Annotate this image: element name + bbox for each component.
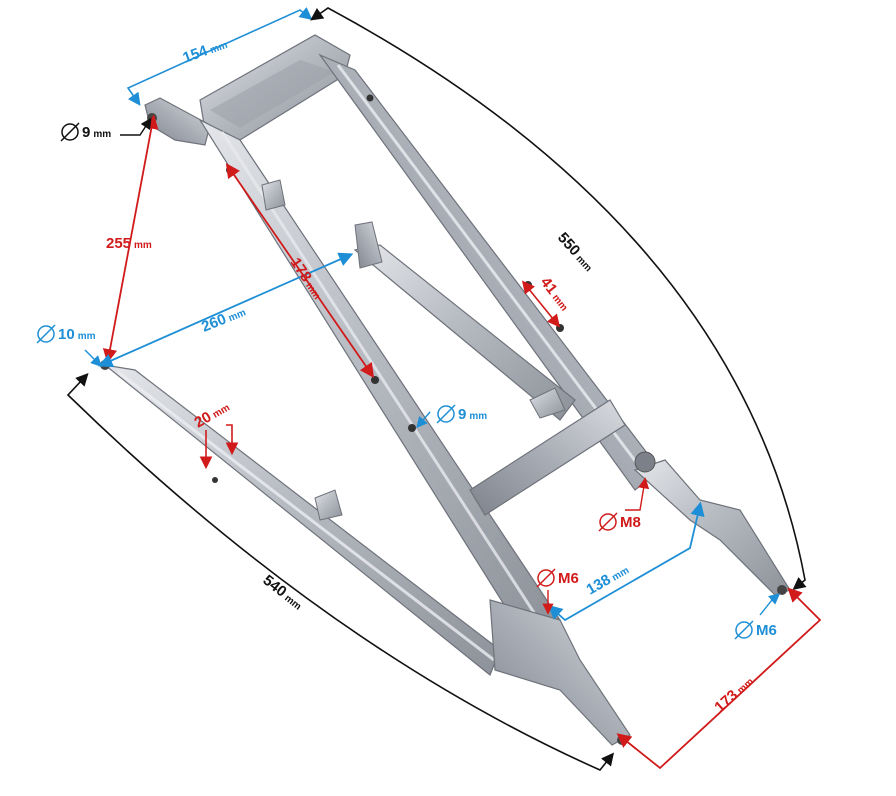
rail-hole: [212, 477, 218, 483]
label-20: 20mm: [192, 398, 233, 432]
subframe-illustration: [100, 34, 791, 746]
dim-41-line: [521, 280, 561, 328]
left-bracket: [314, 489, 343, 521]
label-41: 41mm: [537, 274, 574, 314]
label-260: 260mm: [199, 303, 248, 336]
diameter-symbols: [36, 122, 754, 640]
dim-550-arc: [310, 7, 807, 590]
leader-m6-right: [759, 593, 781, 616]
diameter-icon: [598, 512, 618, 532]
label-thread-m8: M8: [620, 514, 641, 531]
label-thread-m6-left: M6: [558, 570, 579, 587]
top-bracket: [261, 179, 286, 211]
dim-154-line: [126, 7, 313, 106]
dim-138-line: [547, 501, 705, 622]
diameter-icon: [60, 122, 80, 142]
label-154: 154mm: [181, 35, 230, 67]
dim-260-line: [98, 252, 354, 368]
rail-hole: [408, 424, 416, 432]
diameter-icon: [734, 620, 754, 640]
right-eye: [777, 585, 787, 595]
label-thread-m6-right: M6: [756, 622, 777, 639]
label-173: 173mm: [711, 673, 757, 716]
diameter-icon: [436, 404, 456, 424]
m8-bolt: [634, 451, 656, 473]
dim-173-line: [616, 587, 822, 770]
leader-9mm-top: [120, 117, 152, 136]
rail-hole: [524, 281, 532, 289]
rail-hole: [366, 94, 374, 102]
leader-9mm-rail: [416, 411, 431, 429]
lower-crosstube: [469, 399, 626, 516]
bottom-casting: [489, 599, 631, 746]
dim-20-right: [225, 424, 239, 456]
diameter-icon: [36, 324, 56, 344]
left-lower-rail: [102, 364, 501, 676]
dim-540-arc: [66, 372, 614, 771]
dimension-lines: [66, 7, 822, 771]
leader-10mm: [84, 349, 102, 367]
leader-m8: [625, 477, 650, 511]
label-138: 138mm: [584, 561, 632, 599]
diameter-icon: [536, 568, 556, 588]
rail-hole: [371, 376, 379, 384]
label-550: 550mm: [554, 229, 597, 275]
right-rear-arm: [633, 459, 791, 596]
